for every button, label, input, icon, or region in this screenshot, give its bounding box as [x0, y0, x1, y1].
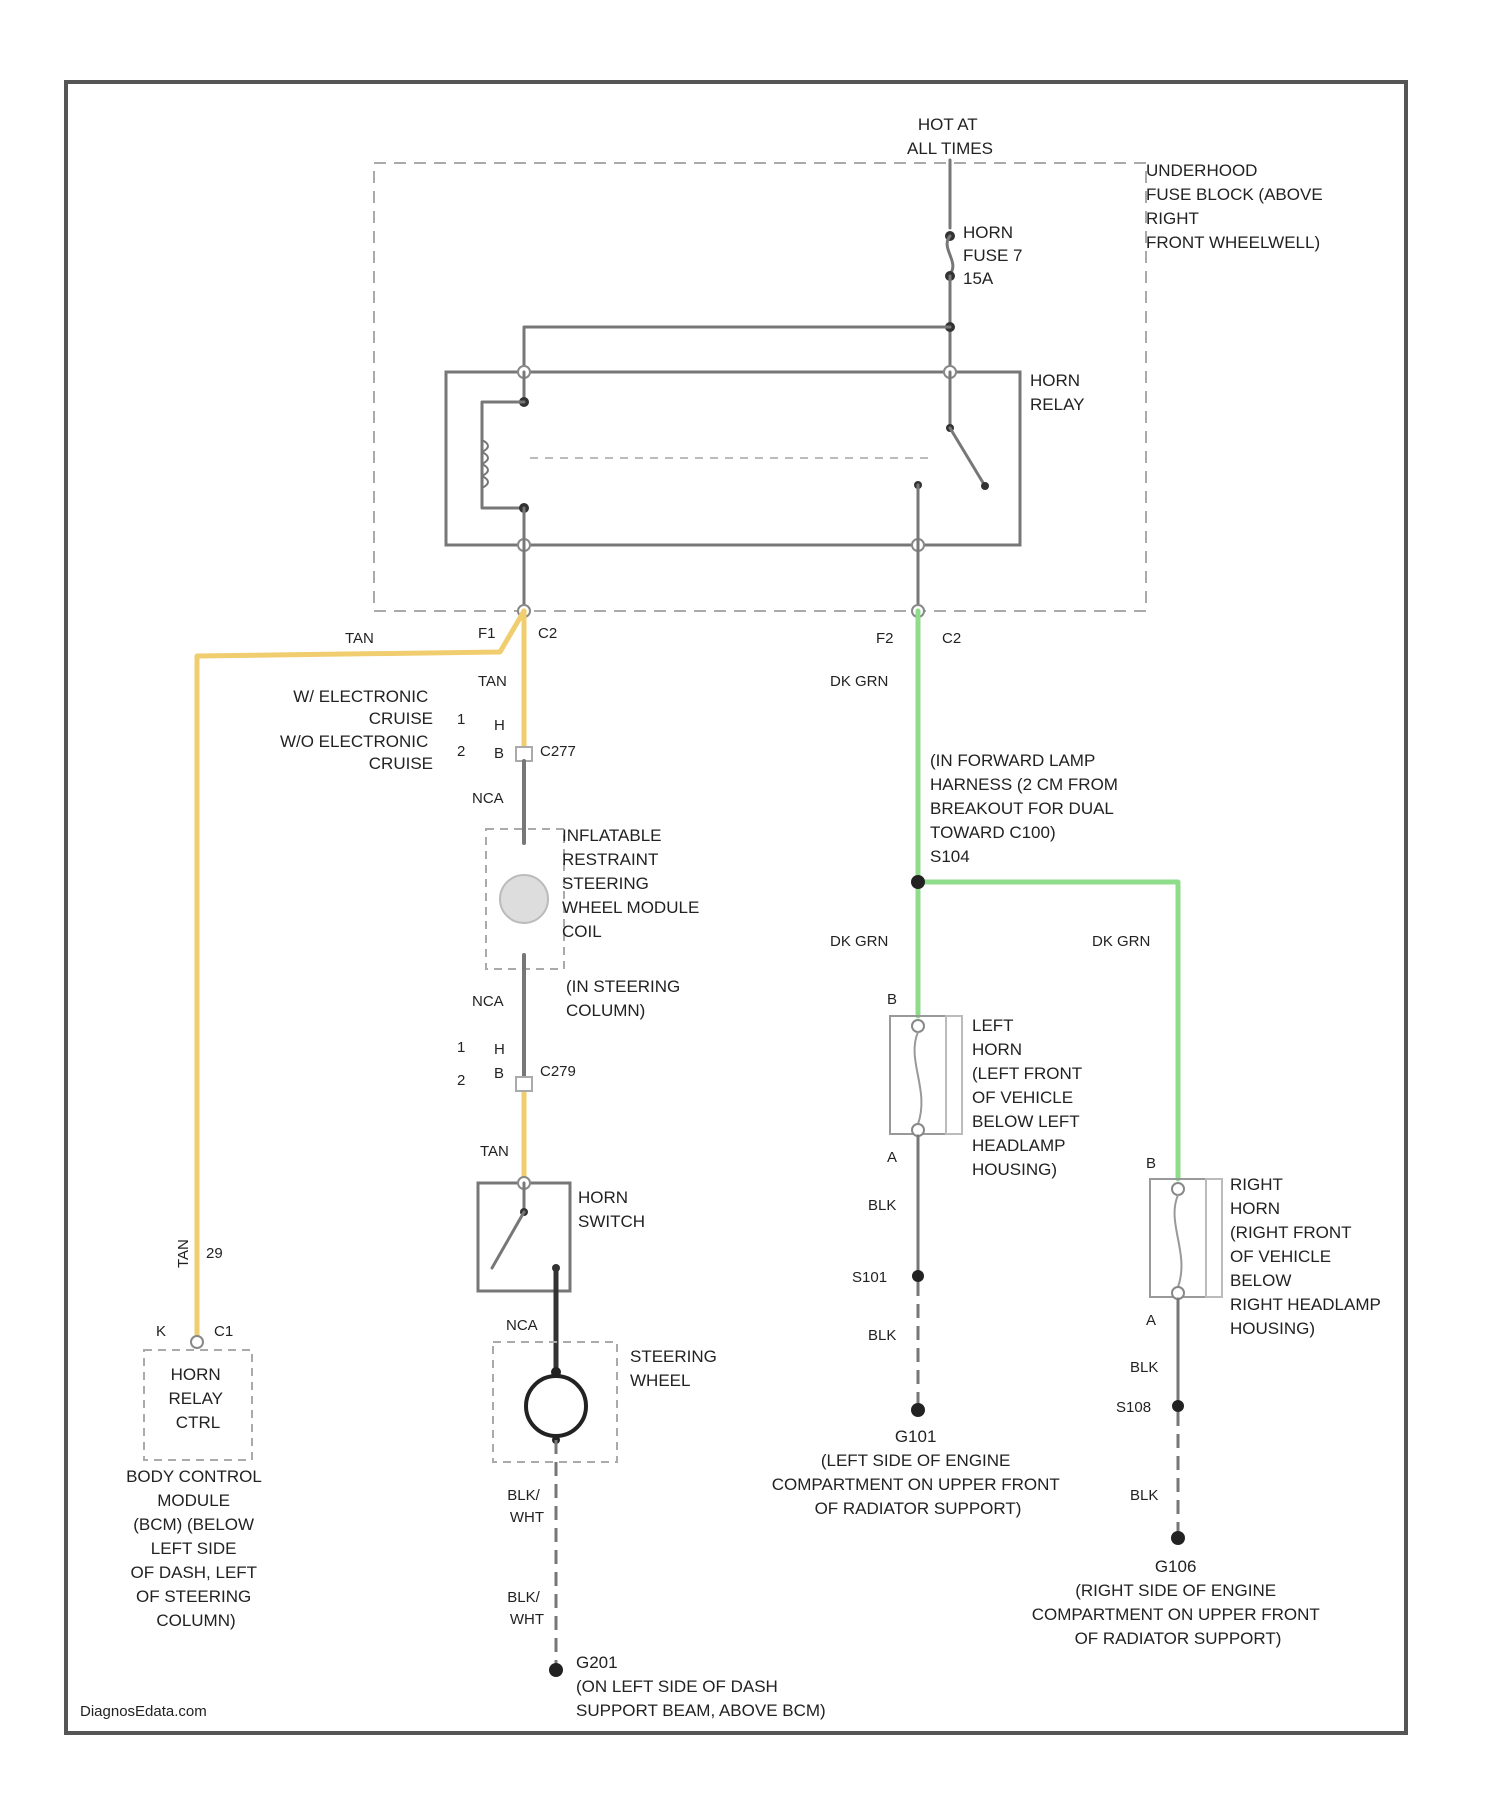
- right-horn-pin-b: [1172, 1183, 1184, 1195]
- splice-s108: [1172, 1400, 1184, 1412]
- blk-wht-label-2: BLK/ WHT: [507, 1589, 544, 1628]
- ground-g106: [1171, 1531, 1185, 1545]
- right-horn-label: RIGHT HORN (RIGHT FRONT OF VEHICLE BELOW…: [1230, 1175, 1385, 1338]
- left-horn-pin-b-label: B: [887, 991, 897, 1008]
- bcm-pin-k-label: K: [156, 1323, 166, 1340]
- steering-wheel-label: STEERING WHEEL: [630, 1347, 722, 1390]
- watermark: DiagnosEdata.com: [80, 1703, 207, 1720]
- blk-label-1: BLK: [868, 1197, 896, 1214]
- wire-tan-label-2: TAN: [478, 673, 507, 690]
- ground-g101: [911, 1403, 925, 1417]
- bcm-label: BODY CONTROL MODULE (BCM) (BELOW LEFT SI…: [126, 1467, 266, 1630]
- splice-s101: [912, 1270, 924, 1282]
- relay-coil-frame: [482, 402, 524, 508]
- blk-label-2: BLK: [868, 1327, 896, 1344]
- wire-nca-label-3: NCA: [506, 1317, 538, 1334]
- cruise-w-label: W/ ELECTRONIC CRUISE: [293, 687, 433, 728]
- steering-wheel-top-dot: [551, 1367, 561, 1377]
- right-horn-pin-a-label: A: [1146, 1312, 1156, 1329]
- pin-c2-right-label: C2: [942, 630, 961, 647]
- ground-g201: [549, 1663, 563, 1677]
- c279-label: C279: [540, 1063, 576, 1080]
- num-2a: 2: [457, 743, 465, 760]
- wire-nca-label-1: NCA: [472, 790, 504, 807]
- connector-c279: [516, 1077, 532, 1091]
- wire-tan-label-4: TAN: [175, 1239, 192, 1268]
- wire-tan-label-3: TAN: [480, 1143, 509, 1160]
- num-1a: 1: [457, 711, 465, 728]
- bcm-box-label: HORN RELAY CTRL: [169, 1365, 228, 1432]
- cruise-wo-label: W/O ELECTRONIC CRUISE: [280, 732, 433, 773]
- dk-grn-label-1: DK GRN: [830, 673, 888, 690]
- relay-contact-tip: [981, 482, 989, 490]
- wire-tan-label-1: TAN: [345, 630, 374, 647]
- pin-f1-label: F1: [478, 625, 496, 642]
- fuse-block-label: UNDERHOOD FUSE BLOCK (ABOVE RIGHT FRONT …: [1146, 161, 1327, 252]
- blk-wht-label-1: BLK/ WHT: [507, 1487, 544, 1526]
- blk-label-4: BLK: [1130, 1487, 1158, 1504]
- inflatable-label: INFLATABLE RESTRAINT STEERING WHEEL MODU…: [562, 826, 704, 941]
- horn-fuse-label: HORN FUSE 7 15A: [963, 223, 1027, 288]
- num-1b: 1: [457, 1039, 465, 1056]
- pin-hb: H: [494, 1041, 505, 1058]
- blk-label-3: BLK: [1130, 1359, 1158, 1376]
- dk-grn-label-3: DK GRN: [1092, 933, 1150, 950]
- g201-label: G201 (ON LEFT SIDE OF DASH SUPPORT BEAM,…: [576, 1653, 826, 1720]
- wire-nca-label-2: NCA: [472, 993, 504, 1010]
- left-horn-pin-a-label: A: [887, 1149, 897, 1166]
- horn-fuse-element: [947, 236, 953, 274]
- right-horn-bell: [1206, 1179, 1222, 1297]
- pin-bb: B: [494, 1065, 504, 1082]
- right-horn-coil: [1175, 1195, 1182, 1287]
- pin-f2-label: F2: [876, 630, 894, 647]
- relay-coil-feed-wire: [524, 327, 950, 372]
- g106-label: G106 (RIGHT SIDE OF ENGINE COMPARTMENT O…: [1032, 1557, 1325, 1648]
- bcm-pin-29-label: 29: [206, 1245, 223, 1262]
- horn-relay-label: HORN RELAY: [1030, 371, 1085, 414]
- g101-label: G101 (LEFT SIDE OF ENGINE COMPARTMENT ON…: [772, 1427, 1065, 1518]
- s101-label: S101: [852, 1269, 887, 1286]
- left-horn-bell: [946, 1016, 962, 1134]
- inflatable-restraint-coil: [500, 875, 548, 923]
- horn-switch-label: HORN SWITCH: [578, 1188, 645, 1231]
- diagram-frame: [66, 82, 1406, 1733]
- horn-switch-arm: [492, 1212, 524, 1268]
- left-horn-coil: [915, 1032, 922, 1124]
- s108-label: S108: [1116, 1399, 1151, 1416]
- in-steering-label: (IN STEERING COLUMN): [566, 977, 685, 1020]
- left-horn-pin-b: [912, 1020, 924, 1032]
- pin-ha: H: [494, 717, 505, 734]
- forward-lamp-label: (IN FORWARD LAMP HARNESS (2 CM FROM BREA…: [930, 751, 1123, 866]
- bcm-pin-k: [191, 1336, 203, 1348]
- bcm-c1-label: C1: [214, 1323, 233, 1340]
- hot-at-all-times-label: HOT AT ALL TIMES: [907, 115, 993, 158]
- connector-c277: [516, 747, 532, 761]
- dk-grn-label-2: DK GRN: [830, 933, 888, 950]
- pin-c2-left-label: C2: [538, 625, 557, 642]
- pin-ba: B: [494, 745, 504, 762]
- tan-wire-to-bcm: [197, 611, 524, 1338]
- right-horn-pin-a: [1172, 1287, 1184, 1299]
- right-horn-pin-b-label: B: [1146, 1155, 1156, 1172]
- num-2b: 2: [457, 1072, 465, 1089]
- c277-label: C277: [540, 743, 576, 760]
- splice-s104: [911, 875, 925, 889]
- left-horn-pin-a: [912, 1124, 924, 1136]
- left-horn-label: LEFT HORN (LEFT FRONT OF VEHICLE BELOW L…: [972, 1016, 1087, 1179]
- steering-wheel-ring: [526, 1376, 586, 1436]
- relay-contact-arm: [950, 428, 985, 486]
